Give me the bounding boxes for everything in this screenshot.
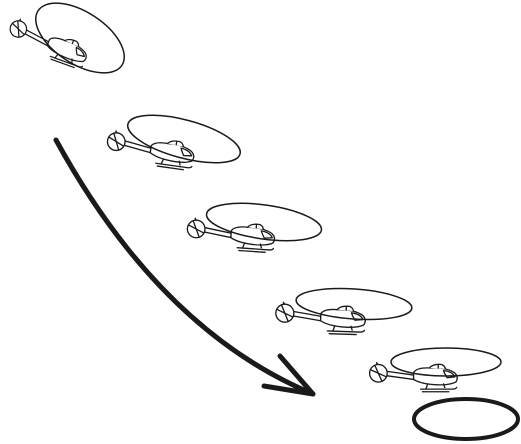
curved-arrow-icon [56,140,313,394]
helicopter-body-icon [370,363,458,392]
arrow-shaft [56,140,313,394]
helicopter-icon [105,106,245,173]
rotor-disc-icon [204,197,324,247]
helicopter-icon [275,285,413,335]
helicopter-body-icon [186,218,275,253]
rotor-disc-icon [24,0,136,87]
helicopter-icon [5,0,136,87]
helicopter-icon [186,197,324,253]
helicopter-body-icon [105,130,196,171]
helicopter-icon [370,348,501,392]
landing-circle-icon [414,399,518,439]
